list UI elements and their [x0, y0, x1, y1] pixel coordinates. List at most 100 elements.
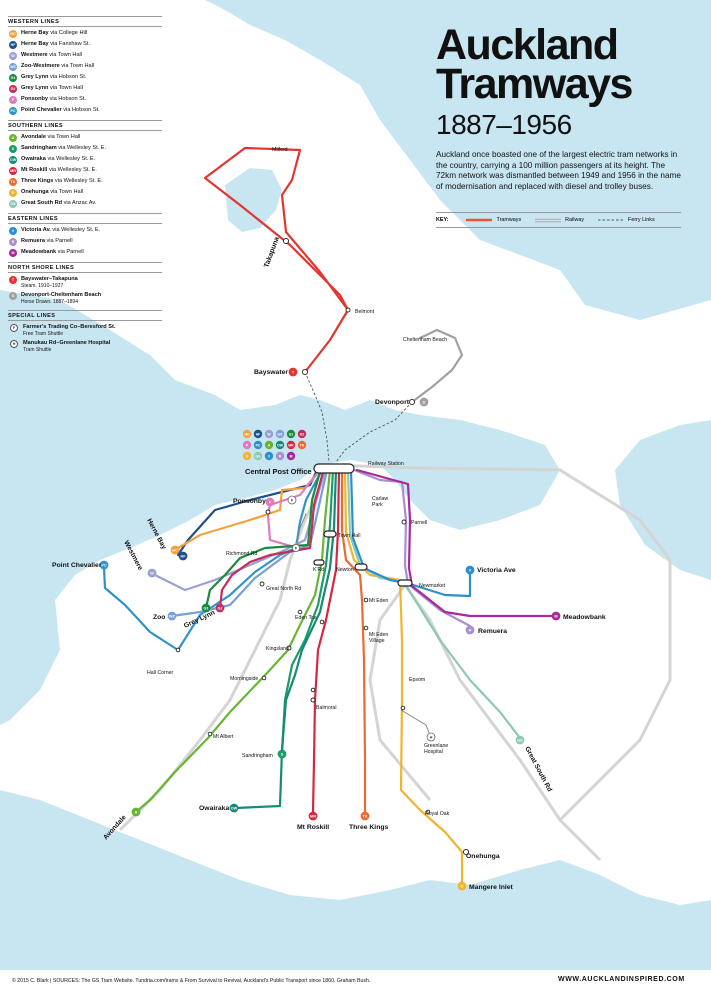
- svg-text:R: R: [279, 454, 282, 458]
- legend-item-text: Mt Roskill via Wellesley St. E.: [21, 167, 97, 174]
- line-badge-icon: R: [9, 238, 17, 246]
- legend-item-text: Westmere via Town Hall: [21, 52, 82, 59]
- svg-text:HC: HC: [172, 549, 178, 553]
- legend-item-via: via Fanshaw St.: [48, 41, 91, 47]
- svg-text:G1: G1: [289, 432, 294, 436]
- line-badge-icon: D: [9, 292, 17, 300]
- legend-heading-western: WESTERN LINES: [8, 16, 162, 27]
- legend-item-name: Meadowbank: [21, 249, 57, 255]
- legend-item-via: via Anzac Av.: [62, 200, 97, 206]
- label-three-kings: Three Kings: [349, 824, 388, 831]
- key-ferry-label: Ferry Links: [628, 217, 655, 223]
- line-badge-icon: PC: [9, 107, 17, 115]
- legend-item-via: via Hobson St.: [61, 107, 100, 113]
- bubble-victoria: V: [465, 565, 475, 575]
- legend-item-name: Bayswater–Takapuna: [21, 276, 78, 282]
- svg-text:G2: G2: [217, 607, 222, 611]
- legend-item-via: via Parnell: [56, 249, 84, 255]
- legend-heading-special: SPECIAL LINES: [8, 310, 162, 321]
- bubble-westmere: W: [147, 568, 157, 578]
- bubble-devonport: D: [419, 397, 429, 407]
- footer-credits: © 2015 C. Blark | SOURCES: The GS Tram W…: [12, 978, 371, 984]
- railway-swatch-icon: [535, 218, 562, 222]
- svg-text:F: F: [295, 547, 298, 551]
- interchanges: [313, 463, 413, 587]
- water-left-inlet: [0, 560, 60, 725]
- label-mangere-inlet: Mangere Inlet: [469, 884, 514, 891]
- svg-text:OW: OW: [277, 443, 284, 447]
- legend-item-text: Grey Lynn via Hobson St.: [21, 74, 86, 81]
- svg-text:P: P: [246, 443, 249, 447]
- legend-item-sub: Steam. 1910–1927: [21, 282, 64, 289]
- svg-text:M: M: [554, 615, 557, 619]
- stations: [175, 237, 470, 856]
- water-top-right: [205, 0, 711, 320]
- legend-item-text: Victoria Av. via Wellesley St. E.: [21, 227, 100, 234]
- label-richmond-rd: Richmond Rd: [226, 551, 258, 557]
- water-areas: [0, 0, 711, 970]
- key-railway: Railway: [535, 217, 584, 223]
- svg-text:PC: PC: [256, 443, 261, 447]
- svg-text:OW: OW: [231, 807, 238, 811]
- label-mt-roskill: Mt Roskill: [297, 824, 329, 831]
- line-meadowbank: [355, 468, 556, 618]
- svg-text:F: F: [291, 499, 294, 503]
- label-krd: K'Rd: [313, 567, 324, 573]
- label-bayswater: Bayswater: [254, 369, 288, 376]
- legend-item-via: via Wellesley St. E.: [56, 145, 107, 151]
- svg-text:W: W: [267, 432, 271, 436]
- legend-item-via: via Parnell: [44, 238, 73, 244]
- legend-item-text: Great South Rd via Anzac Av.: [21, 200, 96, 207]
- legend-item-text: Sandringham via Wellesley St. E.: [21, 145, 106, 152]
- bubble-bayswater: T: [288, 367, 298, 377]
- bubble-owairaka: OW: [229, 803, 239, 813]
- legend-item-sub: Tram Shuttle: [23, 346, 52, 353]
- ferry-swatch-icon: [598, 219, 625, 221]
- label-parnell: Parnell: [411, 520, 427, 526]
- svg-text:GS: GS: [517, 739, 523, 743]
- legend-item-name: Remuera: [21, 238, 45, 244]
- legend-item-via: via Wellesley St. E.: [45, 156, 96, 162]
- legend-item-name: Manukau Rd–Greenlane Hospital: [23, 340, 111, 346]
- line-badge-icon: V: [9, 227, 17, 235]
- line-onehunga: [343, 468, 464, 884]
- legend-item-name: Farmer's Trading Co–Beresford St.: [23, 324, 116, 330]
- water-harbour: [0, 290, 560, 720]
- legend-item-name: Onehunga: [21, 189, 49, 195]
- svg-text:WZ: WZ: [169, 615, 176, 619]
- svg-text:O: O: [461, 885, 464, 889]
- bubble-g2: G2: [215, 603, 225, 613]
- svg-text:M: M: [290, 454, 293, 458]
- legend-item-name: Herne Bay: [21, 41, 49, 47]
- title-description: Auckland once boasted one of the largest…: [436, 150, 681, 191]
- label-milford: Milford: [272, 147, 288, 153]
- svg-text:A: A: [135, 811, 138, 815]
- bubble-herne-hf: HF: [178, 551, 188, 561]
- line-badge-icon: GS: [9, 200, 17, 208]
- label-devonport: Devonport: [375, 399, 410, 406]
- legend-item-name: Avondale: [21, 134, 46, 140]
- legend-item-name: Zoo-Westmere: [21, 63, 60, 69]
- label-onehunga: Onehunga: [466, 853, 500, 860]
- line-badge-icon: G1: [9, 74, 17, 82]
- water-waitemata-west: [0, 300, 110, 440]
- title-line-1: Auckland: [436, 21, 619, 69]
- label-royal-oak: Royal Oak: [425, 811, 450, 817]
- svg-text:W: W: [150, 572, 154, 576]
- svg-text:O: O: [246, 454, 249, 458]
- svg-text:MR: MR: [310, 815, 316, 819]
- line-badge-icon: O: [9, 189, 17, 197]
